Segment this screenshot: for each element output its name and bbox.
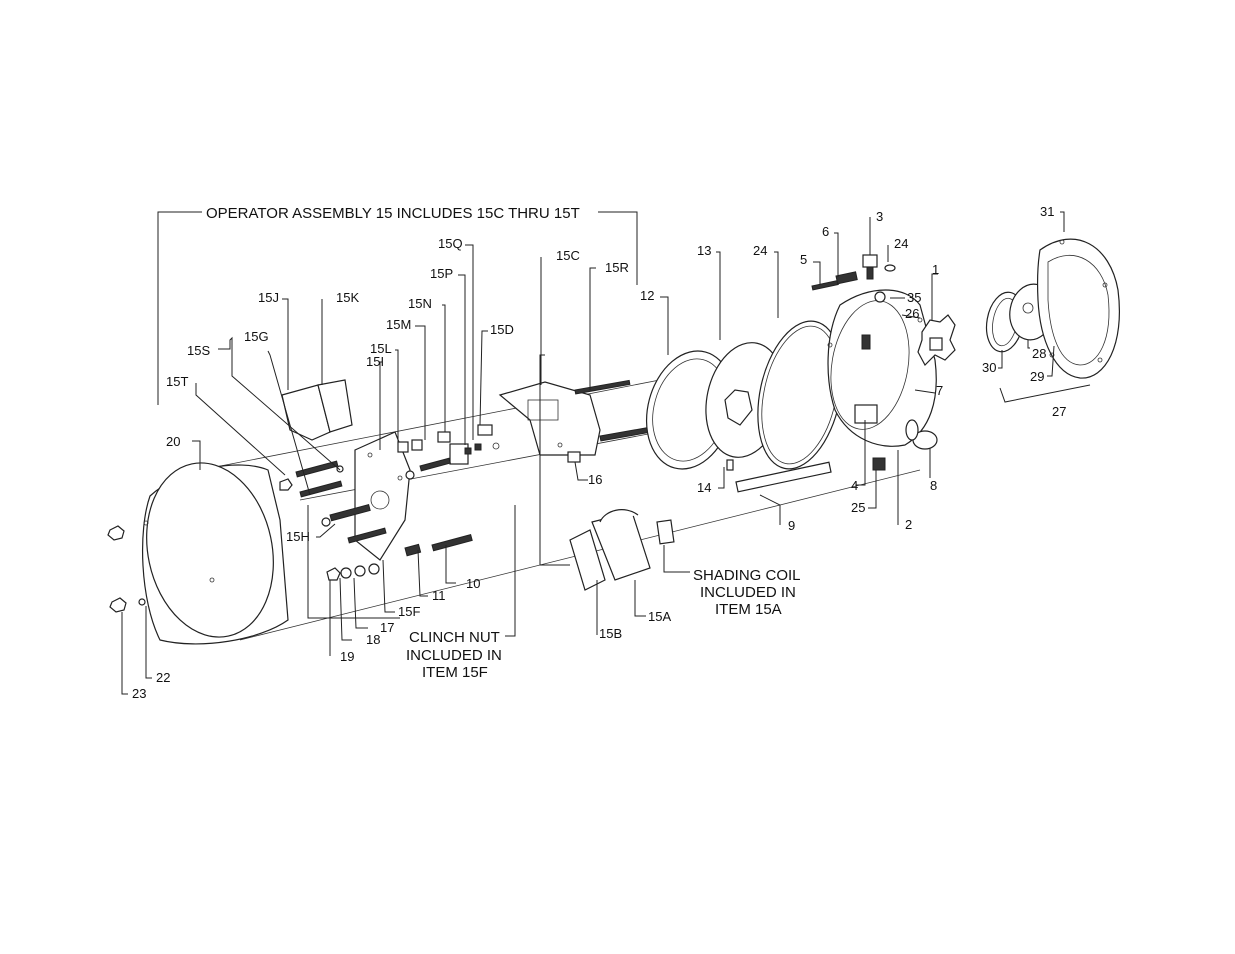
label-28: 28: [1032, 346, 1046, 361]
label-15T: 15T: [166, 374, 188, 389]
shading-coil-note: SHADING COIL INCLUDED IN ITEM 15A: [693, 567, 801, 618]
label-26: 26: [905, 306, 919, 321]
label-15S: 15S: [187, 343, 210, 358]
label-15F: 15F: [398, 604, 420, 619]
label-15M: 15M: [386, 317, 411, 332]
coil-15A-plate-15B: [570, 510, 674, 590]
label-5: 5: [800, 252, 807, 267]
label-15D: 15D: [490, 322, 514, 337]
label-22: 22: [156, 670, 170, 685]
shading-note-line-3: ITEM 15A: [715, 601, 782, 618]
label-15Q: 15Q: [438, 236, 463, 251]
label-3: 3: [876, 209, 883, 224]
bracket-15C: [500, 382, 600, 455]
label-15K: 15K: [336, 290, 359, 305]
label-15C: 15C: [556, 248, 580, 263]
label-8: 8: [930, 478, 937, 493]
clinch-note-line-2: INCLUDED IN: [406, 647, 502, 664]
label-15G: 15G: [244, 329, 269, 344]
label-11: 11: [432, 588, 446, 603]
label-2: 2: [905, 517, 912, 532]
label-25: 25: [851, 500, 865, 515]
shading-note-line-2: INCLUDED IN: [700, 584, 796, 601]
hardware-15I-15P: [398, 425, 499, 479]
label-16: 16: [588, 472, 602, 487]
label-15H: 15H: [286, 529, 310, 544]
label-18: 18: [366, 632, 380, 647]
label-27: 27: [1052, 404, 1066, 419]
operator-assembly-note: OPERATOR ASSEMBLY 15 INCLUDES 15C THRU 1…: [206, 205, 580, 222]
top-hardware-3-5-6-35: [812, 255, 895, 302]
label-14: 14: [697, 480, 711, 495]
label-30: 30: [982, 360, 996, 375]
label-15J: 15J: [258, 290, 279, 305]
label-24b: 24: [894, 236, 908, 251]
shading-note-line-1: SHADING COIL: [693, 567, 801, 584]
cover-nuts-22-23: [108, 526, 145, 612]
label-29: 29: [1030, 369, 1044, 384]
label-12: 12: [640, 288, 654, 303]
clinch-note-line-1: CLINCH NUT: [409, 629, 500, 646]
blocks-15J-15K: [282, 380, 352, 440]
label-15L: 15L: [370, 341, 392, 356]
label-13: 13: [697, 243, 711, 258]
label-6: 6: [822, 224, 829, 239]
label-15A: 15A: [648, 609, 671, 624]
label-15P: 15P: [430, 266, 453, 281]
label-19: 19: [340, 649, 354, 664]
label-23: 23: [132, 686, 146, 701]
cover-drum-20: [131, 451, 289, 649]
label-31: 31: [1040, 204, 1054, 219]
label-9: 9: [788, 518, 795, 533]
label-15I: 15I: [366, 354, 384, 369]
label-15R: 15R: [605, 260, 629, 275]
clinch-note-line-3: ITEM 15F: [422, 664, 488, 681]
label-7: 7: [936, 383, 943, 398]
label-24a: 24: [753, 243, 767, 258]
clinch-nut-note: CLINCH NUT INCLUDED IN ITEM 15F: [406, 629, 502, 681]
label-17: 17: [380, 620, 394, 635]
label-15B: 15B: [599, 626, 622, 641]
label-35: 35: [907, 290, 921, 305]
label-4: 4: [851, 478, 858, 493]
label-1: 1: [932, 262, 939, 277]
label-15N: 15N: [408, 296, 432, 311]
label-20: 20: [166, 434, 180, 449]
seal-group-27-31: [982, 239, 1119, 378]
label-10: 10: [466, 576, 480, 591]
